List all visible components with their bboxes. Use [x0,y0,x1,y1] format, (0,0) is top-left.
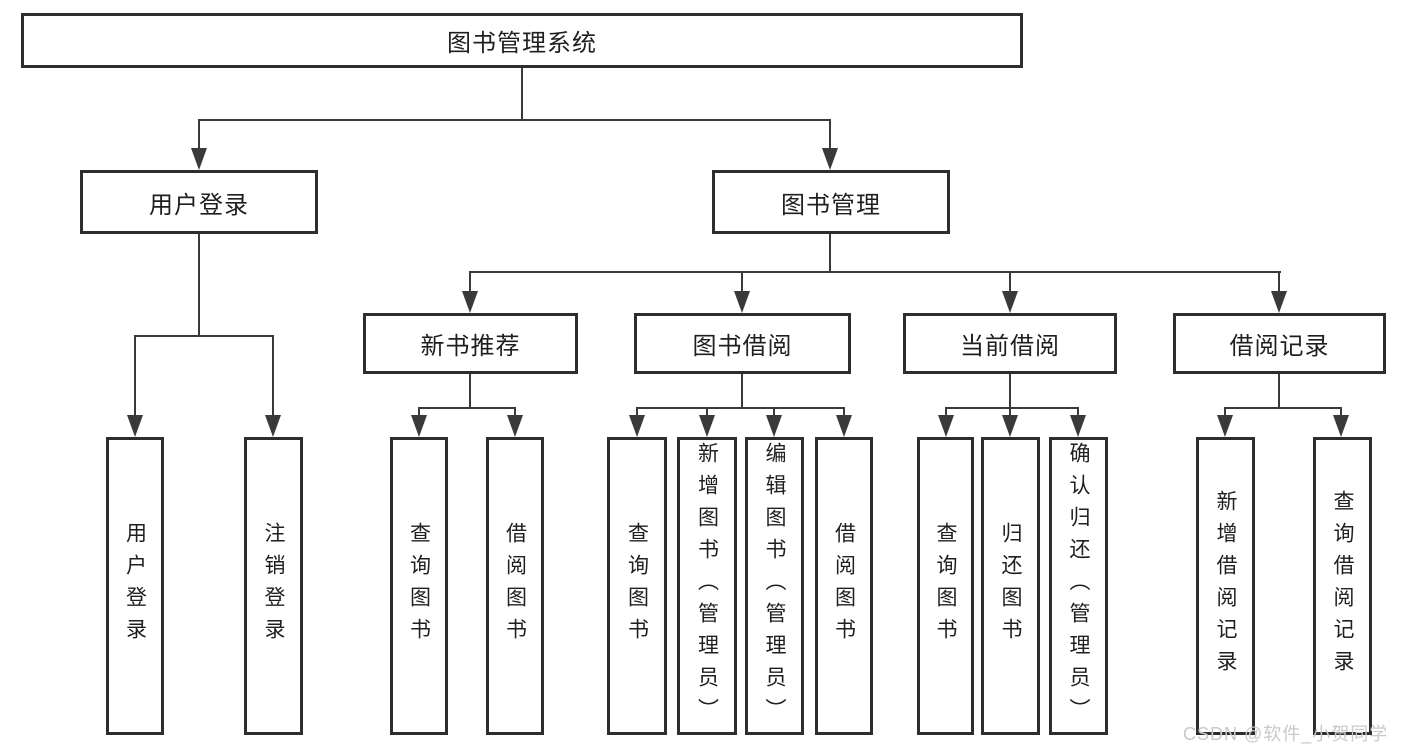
connector-user-trunk [198,234,200,336]
connector-sec1-stem3 [773,407,775,417]
connector-sec1-stem2 [706,407,708,417]
connector-sec3-rail [1224,407,1342,409]
node-new-book-recommend: 新书推荐 [363,313,578,374]
arrow-sec2-leaf1 [938,415,954,437]
node-leaf-return-book: 归还图书 [981,437,1040,735]
arrow-sec1-leaf4 [836,415,852,437]
arrow-sec3-leaf2 [1333,415,1349,437]
arrow-borrow [734,291,750,313]
connector-stem-records [1278,271,1280,293]
connector-sec1-stem4 [843,407,845,417]
arrow-logout-leaf [265,415,281,437]
node-root: 图书管理系统 [21,13,1023,68]
connector-stem-current [1009,271,1011,293]
connector-sec3-trunk [1278,374,1280,407]
connector-stem-login-leaf [134,335,136,417]
node-leaf-user-login: 用户登录 [106,437,164,735]
connector-sec2-stem1 [945,407,947,417]
node-borrow-records: 借阅记录 [1173,313,1386,374]
connector-level3-rail [469,271,1281,273]
node-leaf-borrow-books-1: 借阅图书 [486,437,544,735]
connector-book-trunk [829,234,831,272]
node-leaf-query-books-3: 查询图书 [917,437,974,735]
connector-sec2-stem3 [1077,407,1079,417]
arrow-records [1271,291,1287,313]
arrow-sec0-leaf2 [507,415,523,437]
connector-root-trunk [521,68,523,119]
connector-sec2-stem2 [1009,407,1011,417]
connector-sec1-trunk [741,374,743,407]
connector-sec3-stem1 [1224,407,1226,417]
node-leaf-query-books-1: 查询图书 [390,437,448,735]
connector-level2-rail [198,119,831,121]
arrow-sec3-leaf1 [1217,415,1233,437]
connector-sec0-stem1 [418,407,420,417]
connector-stem-logout-leaf [272,335,274,417]
connector-user-rail [134,335,274,337]
connector-sec1-stem1 [636,407,638,417]
node-leaf-edit-book-admin: 编辑图书（管理员） [745,437,804,735]
csdn-watermark: CSDN @软件_小贺同学 [1183,724,1389,744]
node-leaf-borrow-books-2: 借阅图书 [815,437,873,735]
connector-sec0-rail [418,407,516,409]
node-current-borrow: 当前借阅 [903,313,1117,374]
node-leaf-add-book-admin: 新增图书（管理员） [677,437,737,735]
node-book-management-branch: 图书管理 [712,170,950,234]
connector-sec3-stem2 [1340,407,1342,417]
node-leaf-query-borrow-record: 查询借阅记录 [1313,437,1372,735]
connector-sec2-rail [945,407,1079,409]
arrow-current [1002,291,1018,313]
node-leaf-add-borrow-record: 新增借阅记录 [1196,437,1255,735]
connector-stem-book-mgmt [829,119,831,149]
arrow-sec1-leaf2 [699,415,715,437]
connector-sec0-trunk [469,374,471,407]
connector-stem-user-login [198,119,200,149]
connector-stem-new-book [469,271,471,293]
arrow-sec2-leaf3 [1070,415,1086,437]
node-leaf-query-books-2: 查询图书 [607,437,667,735]
node-leaf-logout: 注销登录 [244,437,303,735]
connector-sec0-stem2 [514,407,516,417]
arrow-sec2-leaf2 [1002,415,1018,437]
connector-stem-borrow [741,271,743,293]
node-book-borrow: 图书借阅 [634,313,851,374]
arrow-sec1-leaf3 [766,415,782,437]
node-user-login-branch: 用户登录 [80,170,318,234]
connector-sec2-trunk [1009,374,1011,407]
connector-sec1-rail [636,407,845,409]
arrow-new-book [462,291,478,313]
arrow-login-leaf [127,415,143,437]
node-leaf-confirm-return-admin: 确认归还（管理员） [1049,437,1108,735]
arrow-sec0-leaf1 [411,415,427,437]
arrow-user-login [191,148,207,170]
arrow-sec1-leaf1 [629,415,645,437]
arrow-book-mgmt [822,148,838,170]
